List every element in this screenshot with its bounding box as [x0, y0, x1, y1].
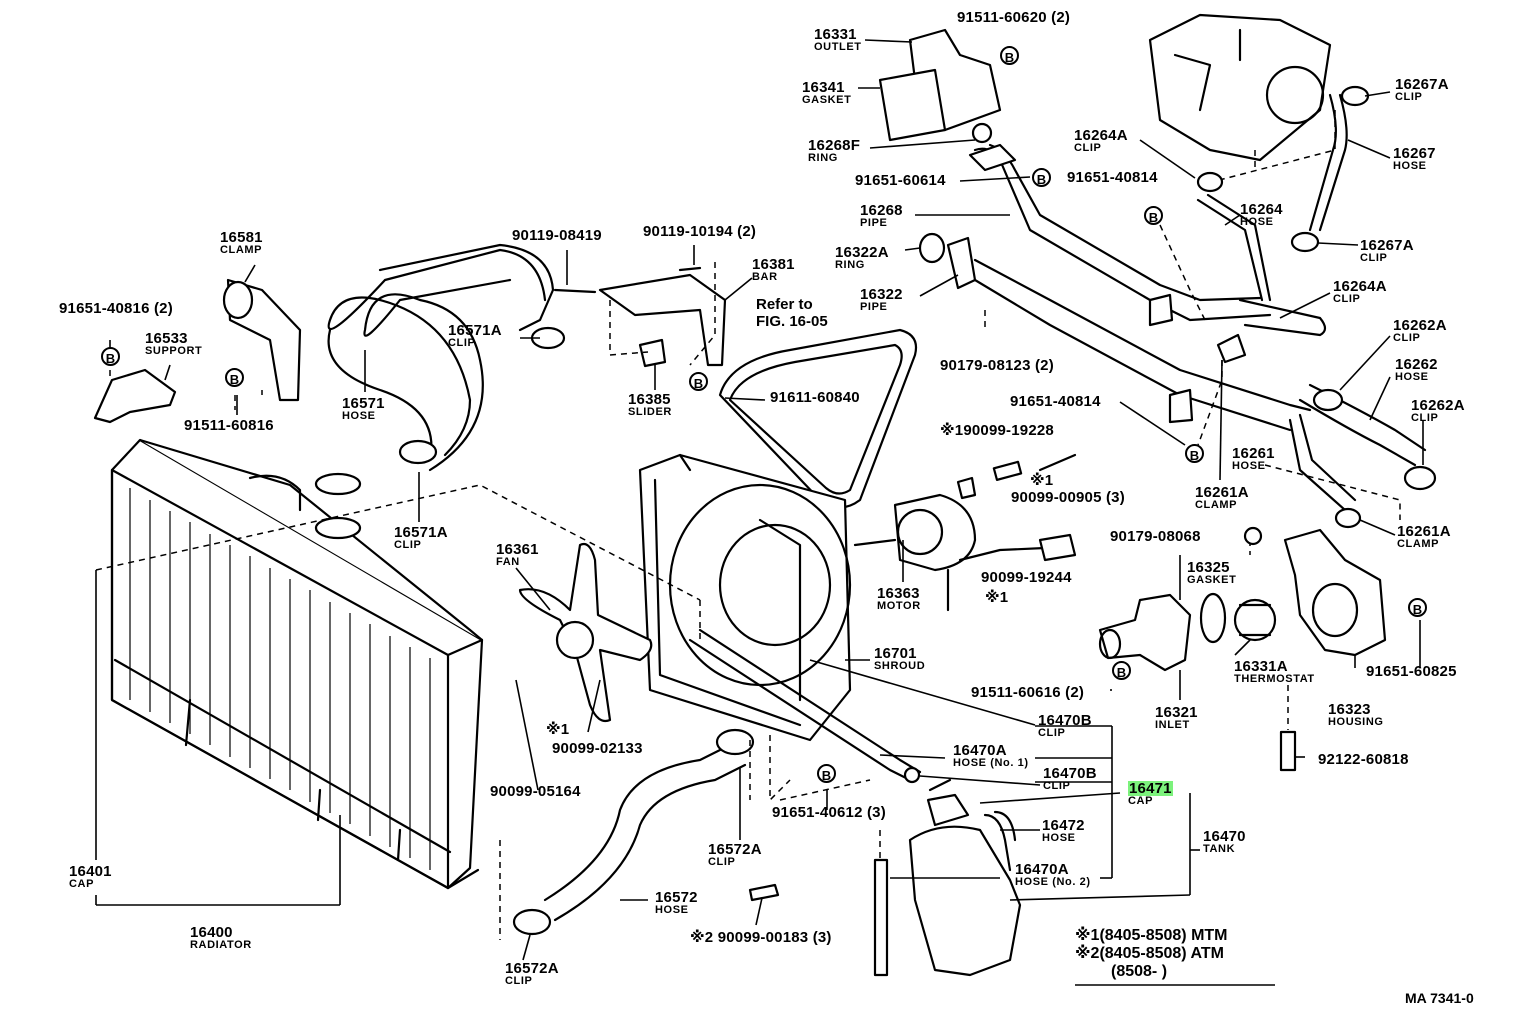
- radiator-drawing: [110, 438, 484, 890]
- label-90179-08068: 90179-08068: [1110, 528, 1201, 545]
- label-90119-10194: 90119-10194 (2): [643, 223, 757, 240]
- label-91511-60616: 91511-60616 (2): [971, 684, 1085, 701]
- label-91651-60825: 91651-60825: [1366, 663, 1457, 680]
- label-90099-05164: 90099-05164: [490, 783, 581, 800]
- bolt-marker: B: [1000, 46, 1019, 65]
- label-91651-40816: 91651-40816 (2): [59, 300, 173, 317]
- bolt-marker: B: [225, 368, 244, 387]
- star1-mark-motor: ※1: [985, 589, 1009, 606]
- bolt-marker: B: [817, 764, 836, 783]
- bolt-marker: B: [1032, 168, 1051, 187]
- star1-mark-bolt: ※1: [1030, 472, 1054, 489]
- star1-mark-fan: ※1: [546, 721, 570, 738]
- label-90099-02133: 90099-02133: [552, 740, 643, 757]
- bolt-marker: B: [1144, 206, 1163, 225]
- label-91651-40814-top: 91651-40814: [1067, 169, 1158, 186]
- bolt-marker: B: [101, 347, 120, 366]
- bolt-marker: B: [689, 372, 708, 391]
- label-91651-60614: 91651-60614: [855, 172, 946, 189]
- highlight-16471: 16471: [1128, 780, 1173, 797]
- label-91611-60840: 91611-60840: [770, 389, 860, 406]
- label-90099-00905: 90099-00905 (3): [1011, 489, 1125, 506]
- note-star2: ※2(8405-8508) ATM: [1075, 945, 1224, 962]
- note-star1: ※1(8405-8508) MTM: [1075, 927, 1228, 944]
- label-92122-60818: 92122-60818: [1318, 751, 1409, 768]
- label-91651-40612: 91651-40612 (3): [772, 804, 886, 821]
- bolt-marker: B: [1112, 661, 1131, 680]
- label-91511-60620: 91511-60620 (2): [957, 9, 1071, 26]
- bolt-marker: B: [1408, 598, 1427, 617]
- label-90179-08123: 90179-08123 (2): [940, 357, 1054, 374]
- label-90099-19228: ※190099-19228: [940, 422, 1054, 439]
- bolt-marker: B: [1185, 444, 1204, 463]
- label-90119-08419: 90119-08419: [512, 227, 602, 244]
- label-90099-19244: 90099-19244: [981, 569, 1072, 586]
- label-91511-60816: 91511-60816: [184, 417, 274, 434]
- label-90099-00183: ※2 90099-00183 (3): [690, 929, 832, 946]
- note-range: (8508- ): [1111, 963, 1168, 980]
- figure-code: MA 7341-0: [1405, 990, 1474, 1006]
- label-91651-40814-mid: 91651-40814: [1010, 393, 1101, 410]
